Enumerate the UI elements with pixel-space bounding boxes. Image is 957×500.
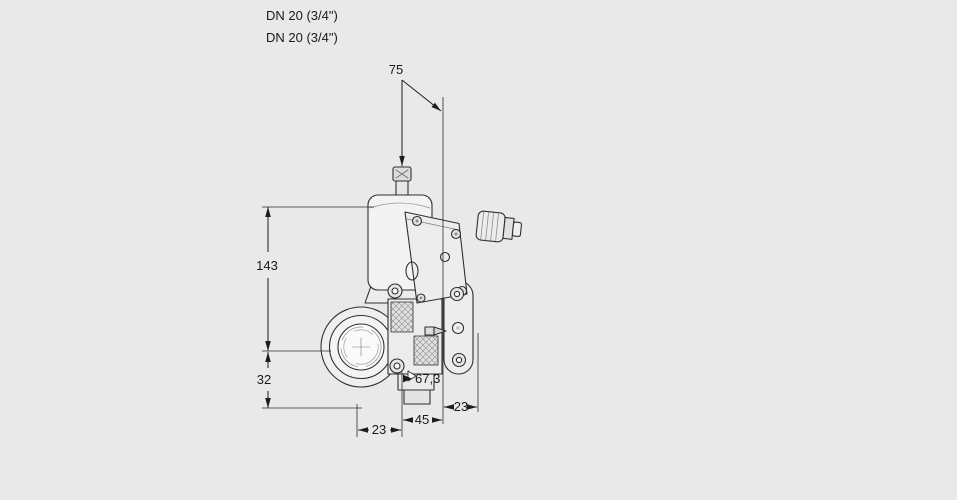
actuator-dome-edge [369,202,431,209]
dim-label-23-left: 23 [372,422,386,437]
plate-sight-glass [405,261,419,281]
adjustment-screw [424,326,447,336]
bottom-port-lower [403,389,431,405]
dim-label-143: 143 [256,258,278,273]
inlet-center-mark [351,337,371,357]
dim-75-leader-diagonal [401,79,442,112]
body-knurl-lower [413,335,439,366]
port-size-label-1: DN 20 (3/4") [266,8,338,23]
inlet-thread-2 [343,329,379,365]
dim-label-67-3: 67,3 [415,371,440,386]
dim-label-32: 32 [257,372,271,387]
accessory-fitting [475,210,523,243]
plate-indicator-ring [439,251,451,263]
dim-label-45: 45 [415,412,429,427]
dim-label-75: 75 [389,62,403,77]
outlet-hub-center [456,326,460,330]
drawing-labels: DN 20 (3/4") DN 20 (3/4") 75 143 32 67,3… [256,8,468,437]
spindle-neck [395,179,409,197]
flange-screws [387,283,467,374]
extension-lines [262,97,479,437]
spindle-cap-slot [395,169,409,179]
dimension-lines [265,79,477,433]
body-knurl-upper [390,301,414,333]
port-size-label-2: DN 20 (3/4") [266,30,338,45]
dim-67-3-arrowhead [403,374,412,383]
valve-drawing [320,166,523,405]
dim-label-23-right: 23 [454,399,468,414]
inlet-thread-1 [340,326,382,368]
